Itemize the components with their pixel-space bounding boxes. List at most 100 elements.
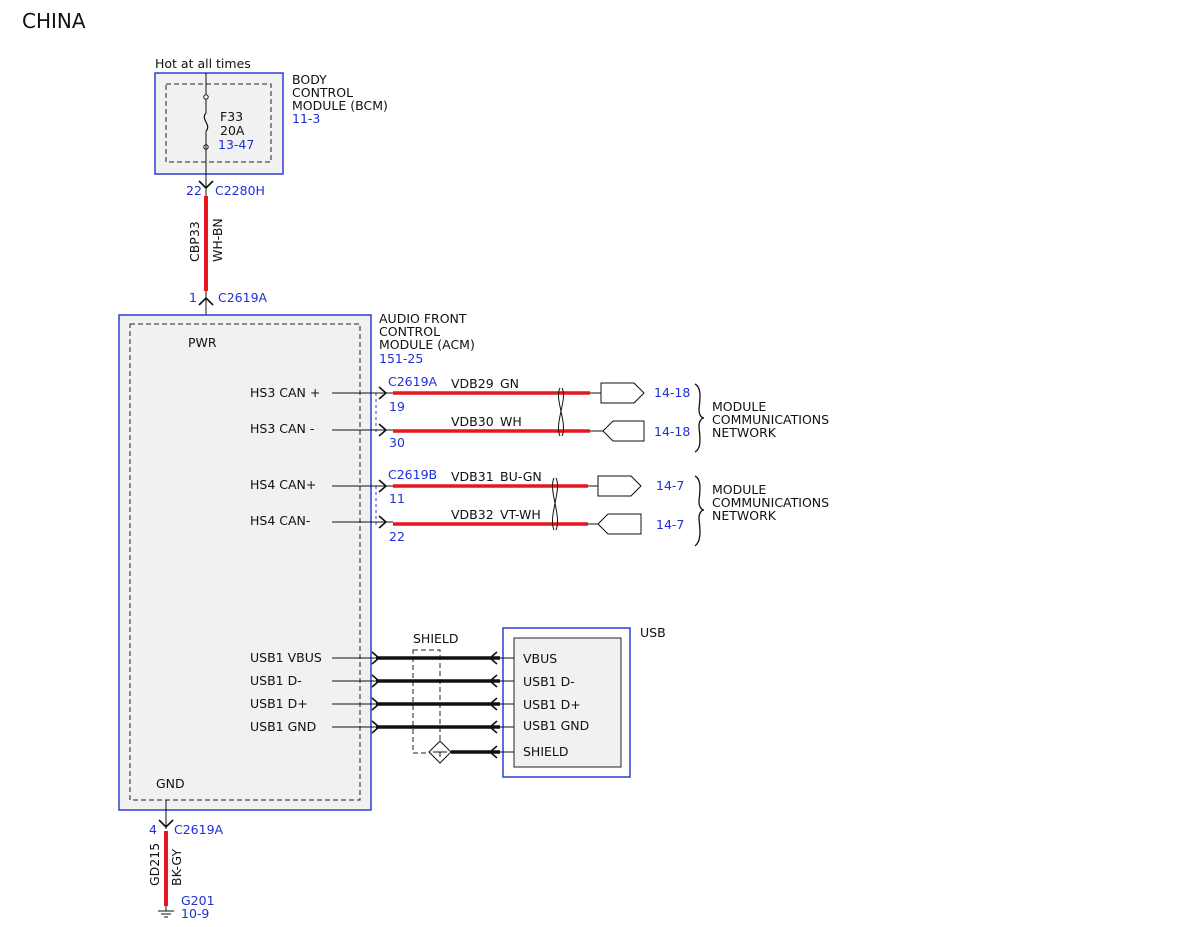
usb-acm-label: USB1 VBUS (250, 650, 322, 665)
bcm-name-line-3: MODULE (BCM) (292, 98, 388, 113)
usb-module-label: VBUS (523, 651, 557, 666)
twisted-pair-icon (552, 477, 558, 531)
acm-name-line-1: AUDIO FRONT (379, 311, 467, 326)
power-wire-color: WH-BN (210, 218, 225, 262)
bcm-inner-box (165, 83, 272, 163)
can-ref: 14-7 (656, 478, 684, 493)
acm-name-line-2: CONTROL (379, 324, 440, 339)
acm-gnd-pin: 4 (149, 822, 157, 837)
usb-line: USB1 VBUS VBUS (250, 650, 557, 666)
output-connector-icon (600, 382, 645, 404)
can-line-label: HS3 CAN + (250, 385, 320, 400)
can-connector-a: C2619A (388, 374, 438, 389)
shield-label: SHIELD (413, 631, 459, 646)
can-pin: 11 (389, 491, 405, 506)
can-pin-chevron-icon (378, 515, 388, 529)
usb-module-label: USB1 D+ (523, 697, 581, 712)
network-label-line: COMMUNICATIONS (712, 412, 829, 427)
can-line: HS4 CAN+ 11 VDB31 BU-GN 14-7 (250, 469, 684, 506)
bcm-connector-chevron-icon (198, 180, 214, 190)
usb-line: USB1 D- USB1 D- (250, 673, 575, 689)
ground-wire-color: BK-GY (169, 849, 184, 886)
can-line-label: HS4 CAN+ (250, 477, 316, 492)
can-pin: 19 (389, 399, 405, 414)
usb-acm-label: USB1 GND (250, 719, 316, 734)
power-wire-circuit: CBP33 (187, 221, 202, 262)
can-wire-color: GN (500, 376, 519, 391)
acm-name-line-3: MODULE (ACM) (379, 337, 475, 352)
usb-terminal-chevron-icon (488, 651, 498, 665)
network-label-line: MODULE (712, 399, 766, 414)
acm-gnd-connector: C2619A (174, 822, 224, 837)
fuse-rating: 20A (220, 123, 245, 138)
input-connector-icon (602, 420, 645, 442)
fuse-terminal-top (203, 94, 209, 100)
network-label-line: MODULE (712, 482, 766, 497)
bcm-module-box (154, 72, 284, 175)
acm-power-connector: C2619A (218, 290, 268, 305)
network-label-line: NETWORK (712, 425, 777, 440)
can-wire-color: WH (500, 414, 522, 429)
ground-id: G201 (181, 893, 215, 908)
usb-acm-label: USB1 D- (250, 673, 302, 688)
can-connector-b: C2619B (388, 467, 437, 482)
network-label-line: NETWORK (712, 508, 777, 523)
can-pin: 30 (389, 435, 405, 450)
shield-terminal-chevron-icon (488, 745, 498, 759)
ground-wire-circuit: GD215 (147, 843, 162, 886)
acm-pwr-label: PWR (188, 335, 217, 350)
can-line-label: HS3 CAN - (250, 421, 314, 436)
acm-gnd-label: GND (156, 776, 185, 791)
acm-inner-box (129, 323, 361, 801)
network-brace-icon (694, 383, 705, 453)
network-label-line: COMMUNICATIONS (712, 495, 829, 510)
network-brace-icon (694, 475, 705, 547)
acm-ground-connector-chevron-icon (158, 819, 174, 829)
can-line: HS3 CAN + 19 VDB29 GN 14-18 (250, 376, 690, 414)
can-pin-chevron-icon (378, 423, 388, 437)
bcm-name-line-2: CONTROL (292, 85, 353, 100)
can-pin: 22 (389, 529, 405, 544)
input-connector-icon (597, 513, 642, 535)
shield-drain: SHIELD (428, 740, 569, 764)
usb-module-label: USB1 D- (523, 674, 575, 689)
bcm-pin: 22 (186, 183, 202, 198)
can-wire-color: VT-WH (500, 507, 541, 522)
shield-pin-label: SHIELD (523, 744, 569, 759)
can-ref: 14-18 (654, 385, 690, 400)
usb-acm-label: USB1 D+ (250, 696, 308, 711)
page-title: CHINA (22, 9, 86, 33)
usb-line: USB1 GND USB1 GND (250, 718, 589, 734)
usb-inner-box (513, 637, 622, 768)
fuse-icon (203, 112, 209, 132)
can-pin-chevron-icon (378, 386, 388, 400)
can-line: HS3 CAN - 30 VDB30 WH 14-18 (250, 414, 690, 450)
usb-terminal-chevron-icon (488, 697, 498, 711)
can-ref: 14-7 (656, 517, 684, 532)
usb-module-label: USB1 GND (523, 718, 589, 733)
bcm-ref: 11-3 (292, 111, 320, 126)
can-wire-circuit: VDB30 (451, 414, 494, 429)
can-wire-circuit: VDB29 (451, 376, 494, 391)
fuse-ref: 13-47 (218, 137, 254, 152)
acm-power-pin: 1 (189, 290, 197, 305)
acm-module-box (118, 314, 372, 811)
can-ref: 14-18 (654, 424, 690, 439)
usb-terminal-chevron-icon (488, 674, 498, 688)
can-wire-circuit: VDB31 (451, 469, 494, 484)
shield-enclosure (412, 649, 441, 754)
acm-ref: 151-25 (379, 351, 423, 366)
bcm-supply-label: Hot at all times (155, 56, 251, 71)
can-wire-circuit: VDB32 (451, 507, 494, 522)
usb-line: USB1 D+ USB1 D+ (250, 696, 581, 712)
output-connector-icon (597, 475, 642, 497)
can-line: HS4 CAN- 22 VDB32 VT-WH 14-7 (250, 507, 684, 544)
bcm-name-line-1: BODY (292, 72, 327, 87)
can-wire-color: BU-GN (500, 469, 542, 484)
ground-ref: 10-9 (181, 906, 209, 921)
twisted-pair-icon (558, 387, 564, 437)
can-pin-chevron-icon (378, 479, 388, 493)
usb-name: USB (640, 625, 666, 640)
can-line-label: HS4 CAN- (250, 513, 310, 528)
